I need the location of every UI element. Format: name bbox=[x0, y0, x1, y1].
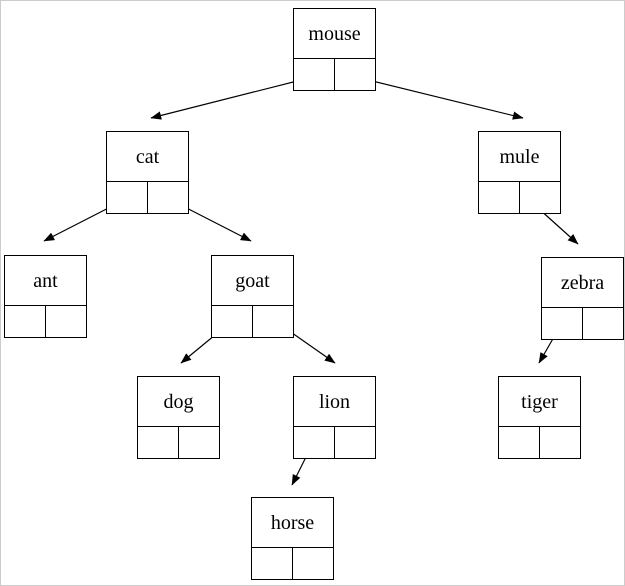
node-left-pointer-zebra[interactable] bbox=[542, 308, 583, 339]
node-left-pointer-mule[interactable] bbox=[479, 182, 520, 213]
node-label-horse: horse bbox=[252, 498, 333, 548]
tree-node-mouse[interactable]: mouse bbox=[293, 8, 376, 91]
node-right-pointer-lion[interactable] bbox=[335, 427, 376, 458]
node-right-pointer-horse[interactable] bbox=[293, 548, 334, 579]
node-right-pointer-mule[interactable] bbox=[520, 182, 561, 213]
node-pointer-cells-mouse bbox=[294, 59, 375, 90]
tree-node-cat[interactable]: cat bbox=[106, 131, 189, 214]
tree-node-horse[interactable]: horse bbox=[251, 497, 334, 580]
node-left-pointer-dog[interactable] bbox=[138, 427, 179, 458]
node-label-goat: goat bbox=[212, 256, 293, 306]
node-pointer-cells-lion bbox=[294, 427, 375, 458]
node-left-pointer-mouse[interactable] bbox=[294, 59, 335, 90]
tree-node-lion[interactable]: lion bbox=[293, 376, 376, 459]
tree-node-dog[interactable]: dog bbox=[137, 376, 220, 459]
node-left-pointer-cat[interactable] bbox=[107, 182, 148, 213]
node-pointer-cells-goat bbox=[212, 306, 293, 337]
node-right-pointer-tiger[interactable] bbox=[540, 427, 581, 458]
node-pointer-cells-mule bbox=[479, 182, 560, 213]
node-left-pointer-tiger[interactable] bbox=[499, 427, 540, 458]
node-label-tiger: tiger bbox=[499, 377, 580, 427]
node-label-lion: lion bbox=[294, 377, 375, 427]
node-right-pointer-mouse[interactable] bbox=[335, 59, 376, 90]
node-label-mule: mule bbox=[479, 132, 560, 182]
node-right-pointer-dog[interactable] bbox=[179, 427, 220, 458]
node-label-zebra: zebra bbox=[542, 258, 623, 308]
node-label-mouse: mouse bbox=[294, 9, 375, 59]
node-right-pointer-zebra[interactable] bbox=[583, 308, 624, 339]
node-pointer-cells-zebra bbox=[542, 308, 623, 339]
tree-node-tiger[interactable]: tiger bbox=[498, 376, 581, 459]
node-pointer-cells-dog bbox=[138, 427, 219, 458]
node-label-ant: ant bbox=[5, 256, 86, 306]
tree-node-zebra[interactable]: zebra bbox=[541, 257, 624, 340]
node-pointer-cells-tiger bbox=[499, 427, 580, 458]
node-pointer-cells-horse bbox=[252, 548, 333, 579]
node-left-pointer-goat[interactable] bbox=[212, 306, 253, 337]
tree-node-mule[interactable]: mule bbox=[478, 131, 561, 214]
node-left-pointer-lion[interactable] bbox=[294, 427, 335, 458]
node-label-cat: cat bbox=[107, 132, 188, 182]
node-left-pointer-ant[interactable] bbox=[5, 306, 46, 337]
tree-edge-mouse-left-to-cat bbox=[150, 76, 314, 120]
node-label-dog: dog bbox=[138, 377, 219, 427]
node-pointer-cells-cat bbox=[107, 182, 188, 213]
node-left-pointer-horse[interactable] bbox=[252, 548, 293, 579]
node-right-pointer-goat[interactable] bbox=[253, 306, 294, 337]
tree-node-goat[interactable]: goat bbox=[211, 255, 294, 338]
node-pointer-cells-ant bbox=[5, 306, 86, 337]
tree-node-ant[interactable]: ant bbox=[4, 255, 87, 338]
tree-edge-mouse-right-to-mule bbox=[355, 76, 524, 120]
node-right-pointer-cat[interactable] bbox=[148, 182, 189, 213]
node-right-pointer-ant[interactable] bbox=[46, 306, 87, 337]
